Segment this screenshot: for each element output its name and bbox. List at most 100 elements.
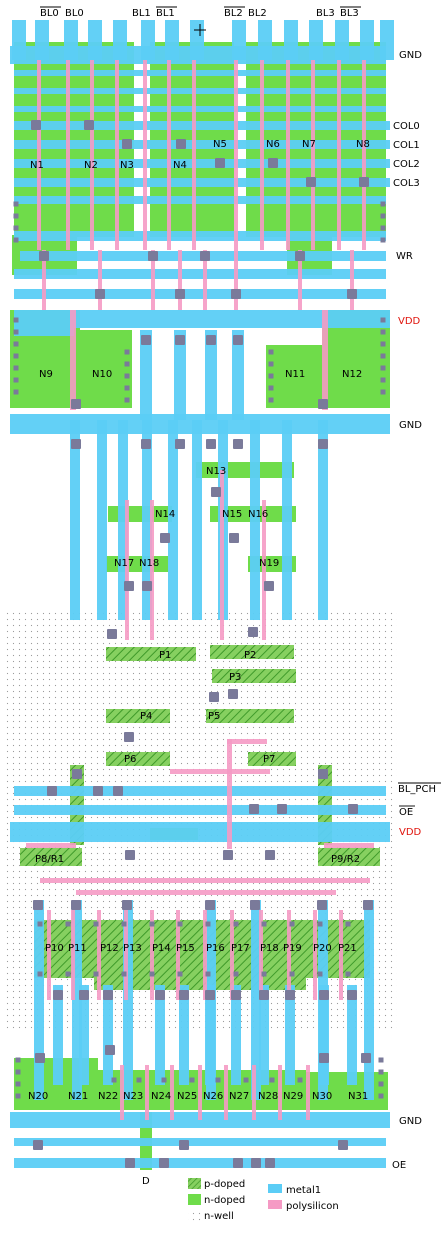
ct-col0-b <box>84 120 94 130</box>
ct-big-top-2 <box>122 900 132 910</box>
label-n10: N10 <box>92 369 112 380</box>
low-vert-3 <box>155 985 165 1085</box>
poly-p8 <box>26 843 76 848</box>
wr-strip-1 <box>14 269 386 279</box>
mux-poly-7 <box>234 60 238 250</box>
ct-oe-d <box>251 1158 261 1168</box>
ct-mid-0 <box>141 335 151 345</box>
ndiff-n11 <box>266 345 326 408</box>
sc-n20-1096 <box>15 1093 21 1099</box>
ct-col3-a <box>306 177 316 187</box>
sc-big-96-b <box>93 971 99 977</box>
label-p6: P6 <box>124 754 136 765</box>
ct-pch-1 <box>93 786 103 796</box>
sc-l-228 <box>13 225 19 231</box>
wr-poly-2 <box>151 250 155 310</box>
big-metal-0 <box>34 900 44 1100</box>
sc-big-320-a <box>317 921 323 927</box>
mid-vert-0 <box>140 330 152 420</box>
mux-poly-4 <box>143 60 147 250</box>
ct-wr-7 <box>347 289 357 299</box>
legend-label-n-well: n-well <box>204 1211 234 1222</box>
oe-bar-rail <box>14 805 386 815</box>
mid-vert-2 <box>205 330 217 420</box>
big-metal-4 <box>251 900 261 1100</box>
mux-strip-2 <box>14 106 386 112</box>
ct-low-10 <box>347 990 357 1000</box>
ct-long-2 <box>206 439 216 449</box>
legend-label-p-doped: p-doped <box>204 1179 245 1190</box>
sc-n12-356 <box>380 353 386 359</box>
ct-pch-a <box>72 769 82 779</box>
poly-big-7 <box>230 910 234 1000</box>
label-bl1-bar: BL1 <box>156 8 175 19</box>
ct-gnd2-d <box>318 439 328 449</box>
poly-lower-1 <box>145 1065 149 1120</box>
ct-n19 <box>264 581 274 591</box>
rail-label-oe-bar: OE <box>399 807 413 818</box>
ct-long-3 <box>233 439 243 449</box>
label-p8r1: P8/R1 <box>35 854 64 865</box>
ct-mid-2 <box>206 335 216 345</box>
sc-lower-2 <box>161 1077 167 1083</box>
label-p21: P21 <box>338 943 357 954</box>
ct-low-6 <box>231 990 241 1000</box>
poly-lower-7 <box>306 1065 310 1120</box>
vdd-rail-1b <box>14 328 74 336</box>
transistor-labels: N1 N2 N3 N4 N5 N6 N7 N8 N9 N10 N11 N12 N… <box>28 139 370 1102</box>
poly-big-9 <box>287 910 291 1000</box>
mux-poly-6 <box>192 60 196 250</box>
label-p12: P12 <box>100 943 119 954</box>
poly-big-11 <box>339 910 343 1000</box>
ct-gnd2-a <box>71 399 81 409</box>
sc-lower-3 <box>189 1077 195 1083</box>
sc-lower-1 <box>136 1077 142 1083</box>
ct-big-top-1 <box>71 900 81 910</box>
ct-wr-4 <box>200 251 210 261</box>
sc-n12-332 <box>380 329 386 335</box>
ct-oe-e <box>265 1158 275 1168</box>
oe-rail <box>14 1158 386 1168</box>
ct-wr-3 <box>175 289 185 299</box>
rail-label-oe: OE <box>392 1160 406 1171</box>
sc-n10-400 <box>124 397 130 403</box>
sc-big-292-a <box>289 921 295 927</box>
ct-pch-0 <box>47 786 57 796</box>
ct-pch-4 <box>277 804 287 814</box>
pdiff-p2 <box>210 645 294 659</box>
ct-oe-c <box>233 1158 243 1168</box>
pdiff-p3 <box>212 669 296 683</box>
sc-n31-1084 <box>378 1081 384 1087</box>
poly-big-0 <box>47 910 51 1000</box>
sc-n31-1072 <box>378 1069 384 1075</box>
poly-p9 <box>324 843 374 848</box>
sc-big-292-b <box>289 971 295 977</box>
crosshair-cursor-icon <box>194 24 206 36</box>
mux-poly-3 <box>115 60 119 250</box>
ct-low-a <box>35 1053 45 1063</box>
low-vert-8 <box>285 985 295 1085</box>
label-n22: N22 <box>98 1091 118 1102</box>
low-vert-4 <box>179 985 189 1085</box>
pdiff-p4 <box>106 709 170 723</box>
ct-p1-b <box>248 627 258 637</box>
mux-poly-1 <box>66 60 70 250</box>
pdiff-p9 <box>318 848 380 866</box>
long-vert-1 <box>97 420 107 620</box>
mux-poly-10 <box>311 60 315 250</box>
legend-label-metal1: metal1 <box>286 1185 321 1196</box>
sc-big-180-b <box>177 971 183 977</box>
sc-big-40-b <box>37 971 43 977</box>
sc-n11-388 <box>268 385 274 391</box>
sc-big-208-a <box>205 921 211 927</box>
label-n6: N6 <box>266 139 280 150</box>
label-n2: N2 <box>84 160 98 171</box>
mux-poly-2 <box>90 60 94 250</box>
ct-big-top-0 <box>33 900 43 910</box>
ct-low-5 <box>205 990 215 1000</box>
mux-poly-11 <box>337 60 341 250</box>
poly-big-6 <box>203 910 207 1000</box>
legend-swatch-n-well <box>188 1210 201 1221</box>
sc-big-124-b <box>121 971 127 977</box>
